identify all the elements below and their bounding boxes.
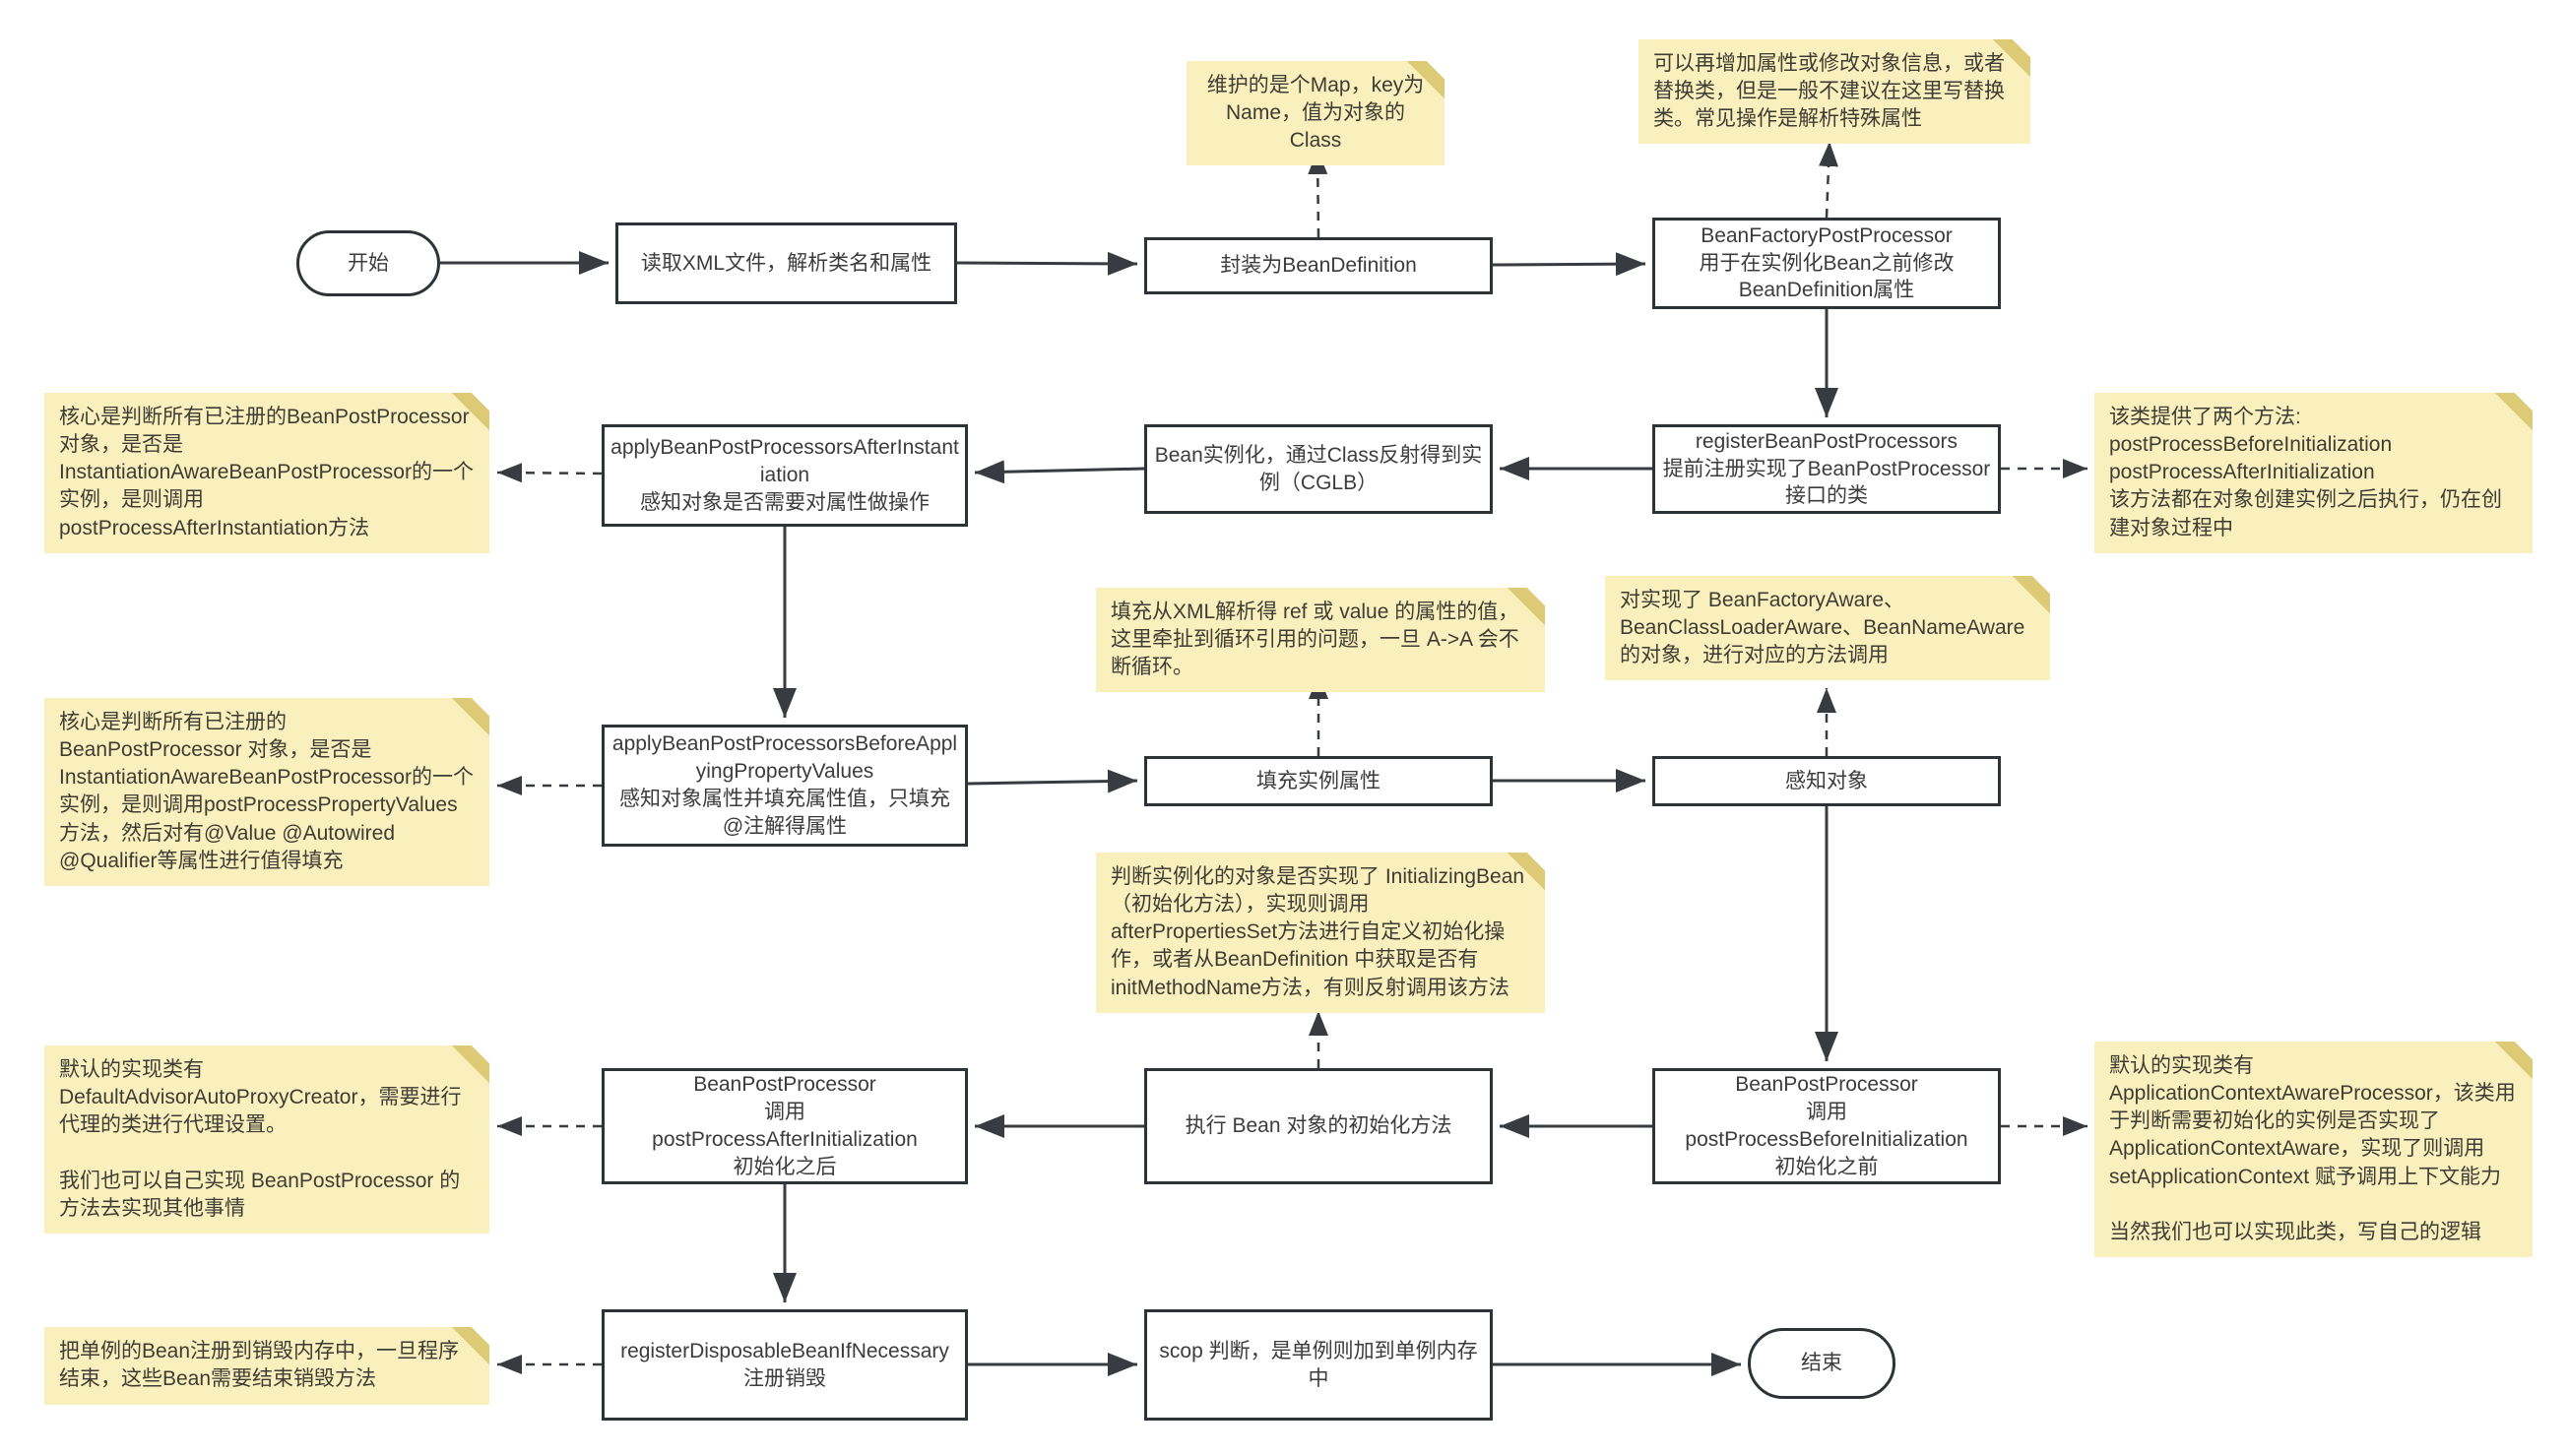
apply-after-instantiation-label: applyBeanPostProcessorsAfterInstantiatio… [610,436,959,514]
wrap-bean-definition-node: 封装为BeanDefinition [1144,237,1493,294]
bean-factory-post-processor-label: BeanFactoryPostProcessor 用于在实例化Bean之前修改 … [1699,223,1955,302]
edge-read-xml-to-wrap [956,251,1138,276]
scope-judge-label: scop 判断，是单例则加到单例内存中 [1159,1339,1478,1390]
start-node: 开始 [296,230,440,296]
note-after-instantiation: 核心是判断所有已注册的BeanPostProcessor对象，是否是Instan… [44,393,489,553]
scope-judge-node: scop 判断，是单例则加到单例内存中 [1144,1309,1493,1421]
register-bean-post-processors-label: registerBeanPostProcessors 提前注册实现了BeanPo… [1662,429,1991,508]
note-property-values: 核心是判断所有已注册的 BeanPostProcessor 对象，是否是Inst… [44,698,489,886]
execute-init-method-label: 执行 Bean 对象的初始化方法 [1185,1114,1452,1138]
read-xml-node: 读取XML文件，解析类名和属性 [615,222,957,304]
start-label: 开始 [348,251,389,275]
bpp-before-initialization-node: BeanPostProcessor 调用 postProcessBeforeIn… [1652,1068,2001,1184]
bean-instantiate-node: Bean实例化，通过Class反射得到实例（CGLB） [1144,424,1493,514]
read-xml-label: 读取XML文件，解析类名和属性 [640,251,932,275]
end-node: 结束 [1748,1328,1895,1399]
note-modify-properties: 可以再增加属性或修改对象信息，或者替换类，但是一般不建议在这里写替换类。常见操作… [1638,39,2030,145]
edge-apply-before-to-fill-props [967,769,1138,793]
register-disposable-bean-node: registerDisposableBeanIfNecessary 注册销毁 [602,1309,968,1421]
note-fill-from-xml: 填充从XML解析得 ref 或 value 的属性的值，这里牵扯到循环引用的问题… [1096,588,1545,693]
register-disposable-bean-label: registerDisposableBeanIfNecessary 注册销毁 [620,1339,949,1390]
execute-init-method-node: 执行 Bean 对象的初始化方法 [1144,1068,1493,1184]
edge-apply-after-to-note [496,463,603,483]
aware-object-node: 感知对象 [1652,756,2001,806]
aware-object-label: 感知对象 [1785,769,1868,792]
fill-instance-properties-label: 填充实例属性 [1256,769,1380,792]
bean-factory-post-processor-node: BeanFactoryPostProcessor 用于在实例化Bean之前修改 … [1652,218,2001,309]
bpp-after-initialization-label: BeanPostProcessor 调用 postProcessAfterIni… [652,1073,918,1178]
note-default-advisor: 默认的实现类有 DefaultAdvisorAutoProxyCreator，需… [44,1045,489,1234]
apply-before-property-values-label: applyBeanPostProcessorsBeforeApplyingPro… [611,732,958,838]
note-initializing-bean: 判断实例化的对象是否实现了 InitializingBean（初始化方法），实现… [1096,853,1545,1013]
note-disposable-bean: 把单例的Bean注册到销毁内存中，一旦程序结束，这些Bean需要结束销毁方法 [44,1327,489,1405]
fill-instance-properties-node: 填充实例属性 [1144,756,1493,806]
edge-instantiate-to-apply-after [974,460,1145,484]
edge-bfpp-to-modify-note [1819,141,1839,219]
note-application-context: 默认的实现类有 ApplicationContextAwareProcessor… [2094,1042,2533,1257]
note-map: 维护的是个Map，key为Name，值为对象的Class [1187,61,1444,166]
end-label: 结束 [1801,1352,1842,1375]
register-bean-post-processors-node: registerBeanPostProcessors 提前注册实现了BeanPo… [1652,424,2001,514]
bean-instantiate-label: Bean实例化，通过Class反射得到实例（CGLB） [1154,443,1483,494]
bpp-after-initialization-node: BeanPostProcessor 调用 postProcessAfterIni… [602,1068,968,1184]
edge-wrap-to-bfpp [1492,252,1646,277]
apply-after-instantiation-node: applyBeanPostProcessorsAfterInstantiatio… [602,424,968,527]
note-aware-interfaces: 对实现了 BeanFactoryAware、BeanClassLoaderAwa… [1605,576,2050,681]
bpp-before-initialization-label: BeanPostProcessor 调用 postProcessBeforeIn… [1685,1073,1968,1178]
wrap-bean-definition-label: 封装为BeanDefinition [1220,254,1417,278]
note-two-methods: 该类提供了两个方法: postProcessBeforeInitializati… [2094,393,2533,553]
apply-before-property-values-node: applyBeanPostProcessorsBeforeApplyingPro… [602,725,968,847]
